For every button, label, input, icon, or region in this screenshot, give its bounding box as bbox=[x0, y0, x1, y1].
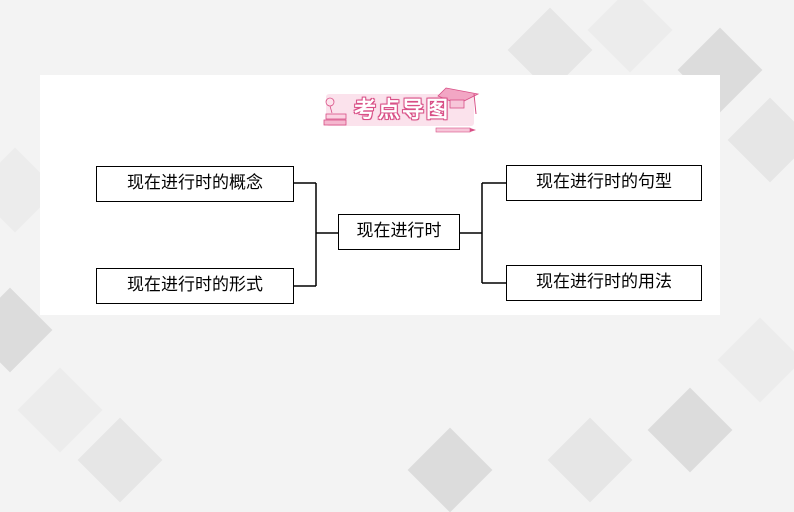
node-concept: 现在进行时的概念 bbox=[96, 166, 294, 202]
header-banner: 考点导图 bbox=[318, 80, 480, 138]
node-usage: 现在进行时的用法 bbox=[506, 265, 702, 301]
node-center: 现在进行时 bbox=[338, 214, 460, 250]
node-sentence-pattern: 现在进行时的句型 bbox=[506, 165, 702, 201]
diagram-connectors bbox=[294, 182, 506, 287]
graduation-cap-icon bbox=[437, 87, 480, 115]
books-icon bbox=[323, 97, 347, 126]
pencil-icon bbox=[435, 127, 476, 133]
header-decoration bbox=[323, 87, 480, 133]
header-title: 考点导图 bbox=[353, 97, 450, 123]
node-form: 现在进行时的形式 bbox=[96, 268, 294, 304]
